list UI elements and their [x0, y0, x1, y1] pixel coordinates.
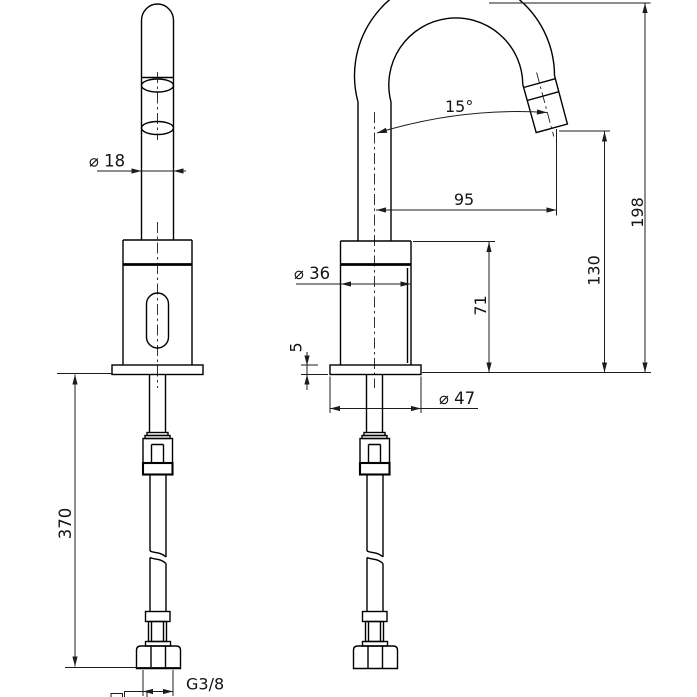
front-body — [122, 239, 193, 365]
front-spout-tube — [140, 3, 175, 240]
dim-label-base-plate-diameter: ⌀ 47 — [439, 389, 475, 408]
dim-base-plate-thickness: 5 — [287, 342, 328, 390]
dim-spout-diameter: ⌀ 18 — [89, 152, 186, 174]
side-view — [329, 0, 569, 670]
dim-label-spout-angle: 15° — [445, 97, 473, 116]
dim-label-total-height: 198 — [628, 197, 647, 228]
dim-outlet-height: 130 — [559, 130, 610, 373]
side-riser-tube — [357, 102, 392, 241]
side-hose — [366, 474, 384, 612]
dim-body-height: 71 — [413, 241, 495, 373]
front-hose — [149, 474, 167, 612]
front-view — [111, 3, 204, 670]
dim-label-body-height: 71 — [471, 295, 490, 315]
side-spout-arc — [353, 0, 556, 103]
sensor-window — [145, 292, 170, 349]
dim-connection-thread: G3/8 — [142, 670, 224, 696]
dim-label-supply-hose-length: 370 — [56, 508, 75, 540]
dim-base-plate-diameter: ⌀ 47 — [329, 376, 478, 413]
dim-supply-hose-length: 370 — [56, 373, 181, 668]
side-supply-assembly — [352, 374, 399, 670]
dim-total-height: 198 — [489, 2, 651, 373]
dim-label-outlet-height: 130 — [585, 255, 604, 286]
dim-spout-reach: 95 — [376, 129, 557, 216]
dim-label-spout-diameter: ⌀ 18 — [89, 152, 125, 171]
side-base-plate — [329, 364, 422, 376]
dim-label-base-plate-thickness: 5 — [287, 342, 306, 352]
cropped-bottom-fragment — [110, 691, 148, 697]
side-outlet — [522, 72, 569, 137]
front-aerator — [140, 76, 175, 136]
dim-label-body-diameter: ⌀ 36 — [294, 264, 330, 283]
side-hex-nut — [352, 645, 399, 670]
dim-label-spout-reach: 95 — [454, 190, 474, 209]
side-hose-break — [366, 550, 384, 565]
front-base-plate — [111, 364, 204, 376]
front-supply-assembly — [135, 374, 182, 670]
front-hose-break — [149, 550, 167, 565]
dim-label-connection-thread: G3/8 — [186, 675, 224, 694]
dim-body-diameter: ⌀ 36 — [294, 264, 411, 287]
front-hex-nut — [135, 645, 182, 670]
side-body — [339, 240, 412, 365]
dim-spout-angle: 15° — [376, 97, 548, 134]
